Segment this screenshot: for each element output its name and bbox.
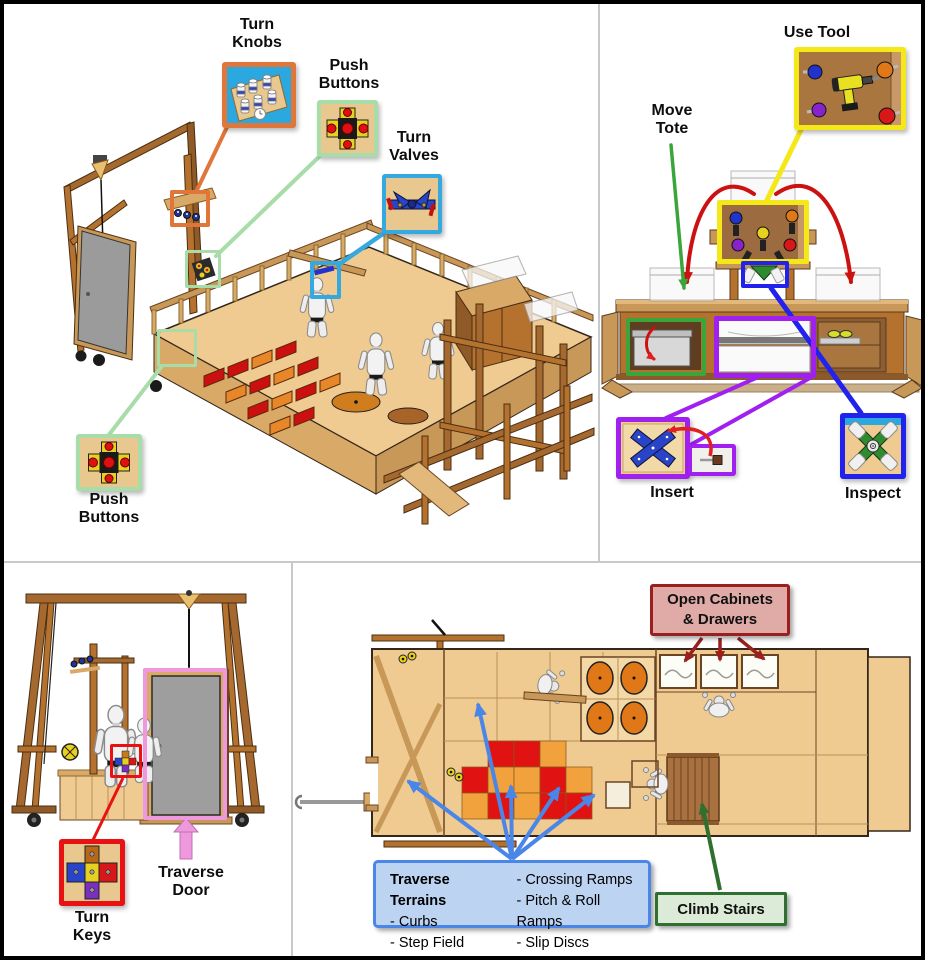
- turn-valves-label: Turn Valves: [389, 129, 439, 165]
- traverse-door-label: Traverse Door: [158, 864, 224, 900]
- terrains-right-column: - Crossing Ramps - Pitch & Roll Ramps - …: [516, 870, 642, 951]
- insert-target-box: [714, 316, 816, 378]
- push-buttons-top-inset-art: [326, 107, 369, 150]
- bench-inspect-fixture: [741, 265, 785, 284]
- move-tote-target-box: [626, 318, 706, 376]
- bench-view-illustration: [601, 127, 921, 446]
- push-buttons-bottom-inset-art: [88, 441, 130, 484]
- turn-keys-inset: [59, 839, 125, 906]
- terrain-item-pitch-roll-ramps: - Pitch & Roll Ramps: [516, 893, 601, 931]
- push-buttons-top-target-box: [185, 250, 221, 288]
- iso-step-field: [203, 340, 341, 436]
- top-small-fixtures: [398, 651, 659, 809]
- iso-slip-discs: [331, 391, 429, 425]
- iso-knob-stand: [163, 153, 217, 315]
- insert-inset: [616, 417, 690, 479]
- top-view-illustration: [294, 619, 911, 891]
- turn-knobs-label: Turn Knobs: [232, 16, 282, 52]
- turn-keys-target-box: [110, 744, 142, 778]
- traverse-door-target-box: [143, 668, 227, 820]
- inspect-target-box: [741, 261, 789, 288]
- top-platform: [365, 648, 911, 837]
- insert-peg-art: [700, 455, 723, 465]
- iso-bench-structure: [383, 255, 595, 525]
- top-terrain-arrows: [406, 702, 596, 861]
- insert-red-arrow: [667, 425, 713, 457]
- open-cabinets-label: Open Cabinets & Drawers: [667, 590, 773, 628]
- turn-knobs-inset-art: [230, 74, 288, 122]
- terrains-left-column: Traverse Terrains - Curbs - Step Field: [390, 870, 502, 951]
- terrain-item-step-field: - Step Field: [390, 935, 465, 952]
- turn-valves-inset-art: [386, 188, 436, 217]
- terrain-item-curbs: - Curbs: [390, 914, 438, 931]
- turn-valves-target-box: [310, 261, 341, 299]
- bench-arrows: [645, 127, 864, 446]
- drill-icon: [831, 74, 880, 112]
- use-tool-inset-art: [803, 52, 901, 125]
- push-buttons-bottom-inset: [76, 434, 142, 491]
- use-tool-target-box: [717, 200, 809, 264]
- top-slip-discs: [580, 656, 656, 742]
- door-view-illustration: [11, 590, 265, 860]
- divider-horizontal: [4, 561, 921, 563]
- turn-keys-label: Turn Keys: [72, 909, 112, 945]
- use-tool-label: Use Tool: [783, 24, 851, 41]
- use-tool-inset: [794, 47, 906, 130]
- terrain-item-slip-discs: - Slip Discs: [516, 935, 589, 952]
- turn-keys-inset-art: [66, 845, 118, 900]
- door-callout-lines: [91, 777, 200, 860]
- terrain-item-crossing-ramps: - Crossing Ramps: [516, 872, 633, 888]
- push-buttons-bottom-label: Push Buttons: [78, 491, 140, 527]
- inspect-label: Inspect: [844, 485, 901, 502]
- move-tote-label: Move Tote: [651, 102, 693, 138]
- turn-knobs-target-box: [170, 190, 210, 227]
- door-gantry: [11, 590, 265, 827]
- inspect-inset-art: [845, 418, 901, 471]
- top-climb-stairs-arrow: [698, 802, 722, 891]
- iso-overview-illustration: [63, 121, 595, 525]
- divider-vertical-top: [598, 4, 600, 561]
- climb-stairs-label: Climb Stairs: [677, 900, 765, 918]
- top-carried-plank: [523, 691, 587, 704]
- iso-hanging-door: [73, 225, 137, 361]
- turn-knobs-inset: [222, 62, 296, 128]
- traverse-terrains-callout-box: Traverse Terrains - Curbs - Step Field -…: [373, 860, 651, 951]
- divider-vertical-bottom: [291, 563, 293, 956]
- top-open-cabinets-arrows: [683, 636, 766, 663]
- push-buttons-bottom-target-box: [157, 329, 197, 367]
- inspect-inset: [840, 413, 906, 479]
- top-stairs: [666, 753, 720, 825]
- terrains-title: Traverse Terrains: [390, 872, 450, 910]
- open-cabinets-callout-box: Open Cabinets & Drawers: [650, 584, 790, 636]
- door-task-rig: [57, 643, 163, 821]
- turn-valves-inset: [382, 174, 442, 234]
- climb-stairs-callout-box: Climb Stairs: [655, 892, 787, 926]
- iso-callout-lines: [106, 123, 390, 438]
- insert-label: Insert: [650, 484, 694, 501]
- push-buttons-top-label: Push Buttons: [318, 57, 380, 93]
- push-buttons-top-inset: [317, 100, 378, 157]
